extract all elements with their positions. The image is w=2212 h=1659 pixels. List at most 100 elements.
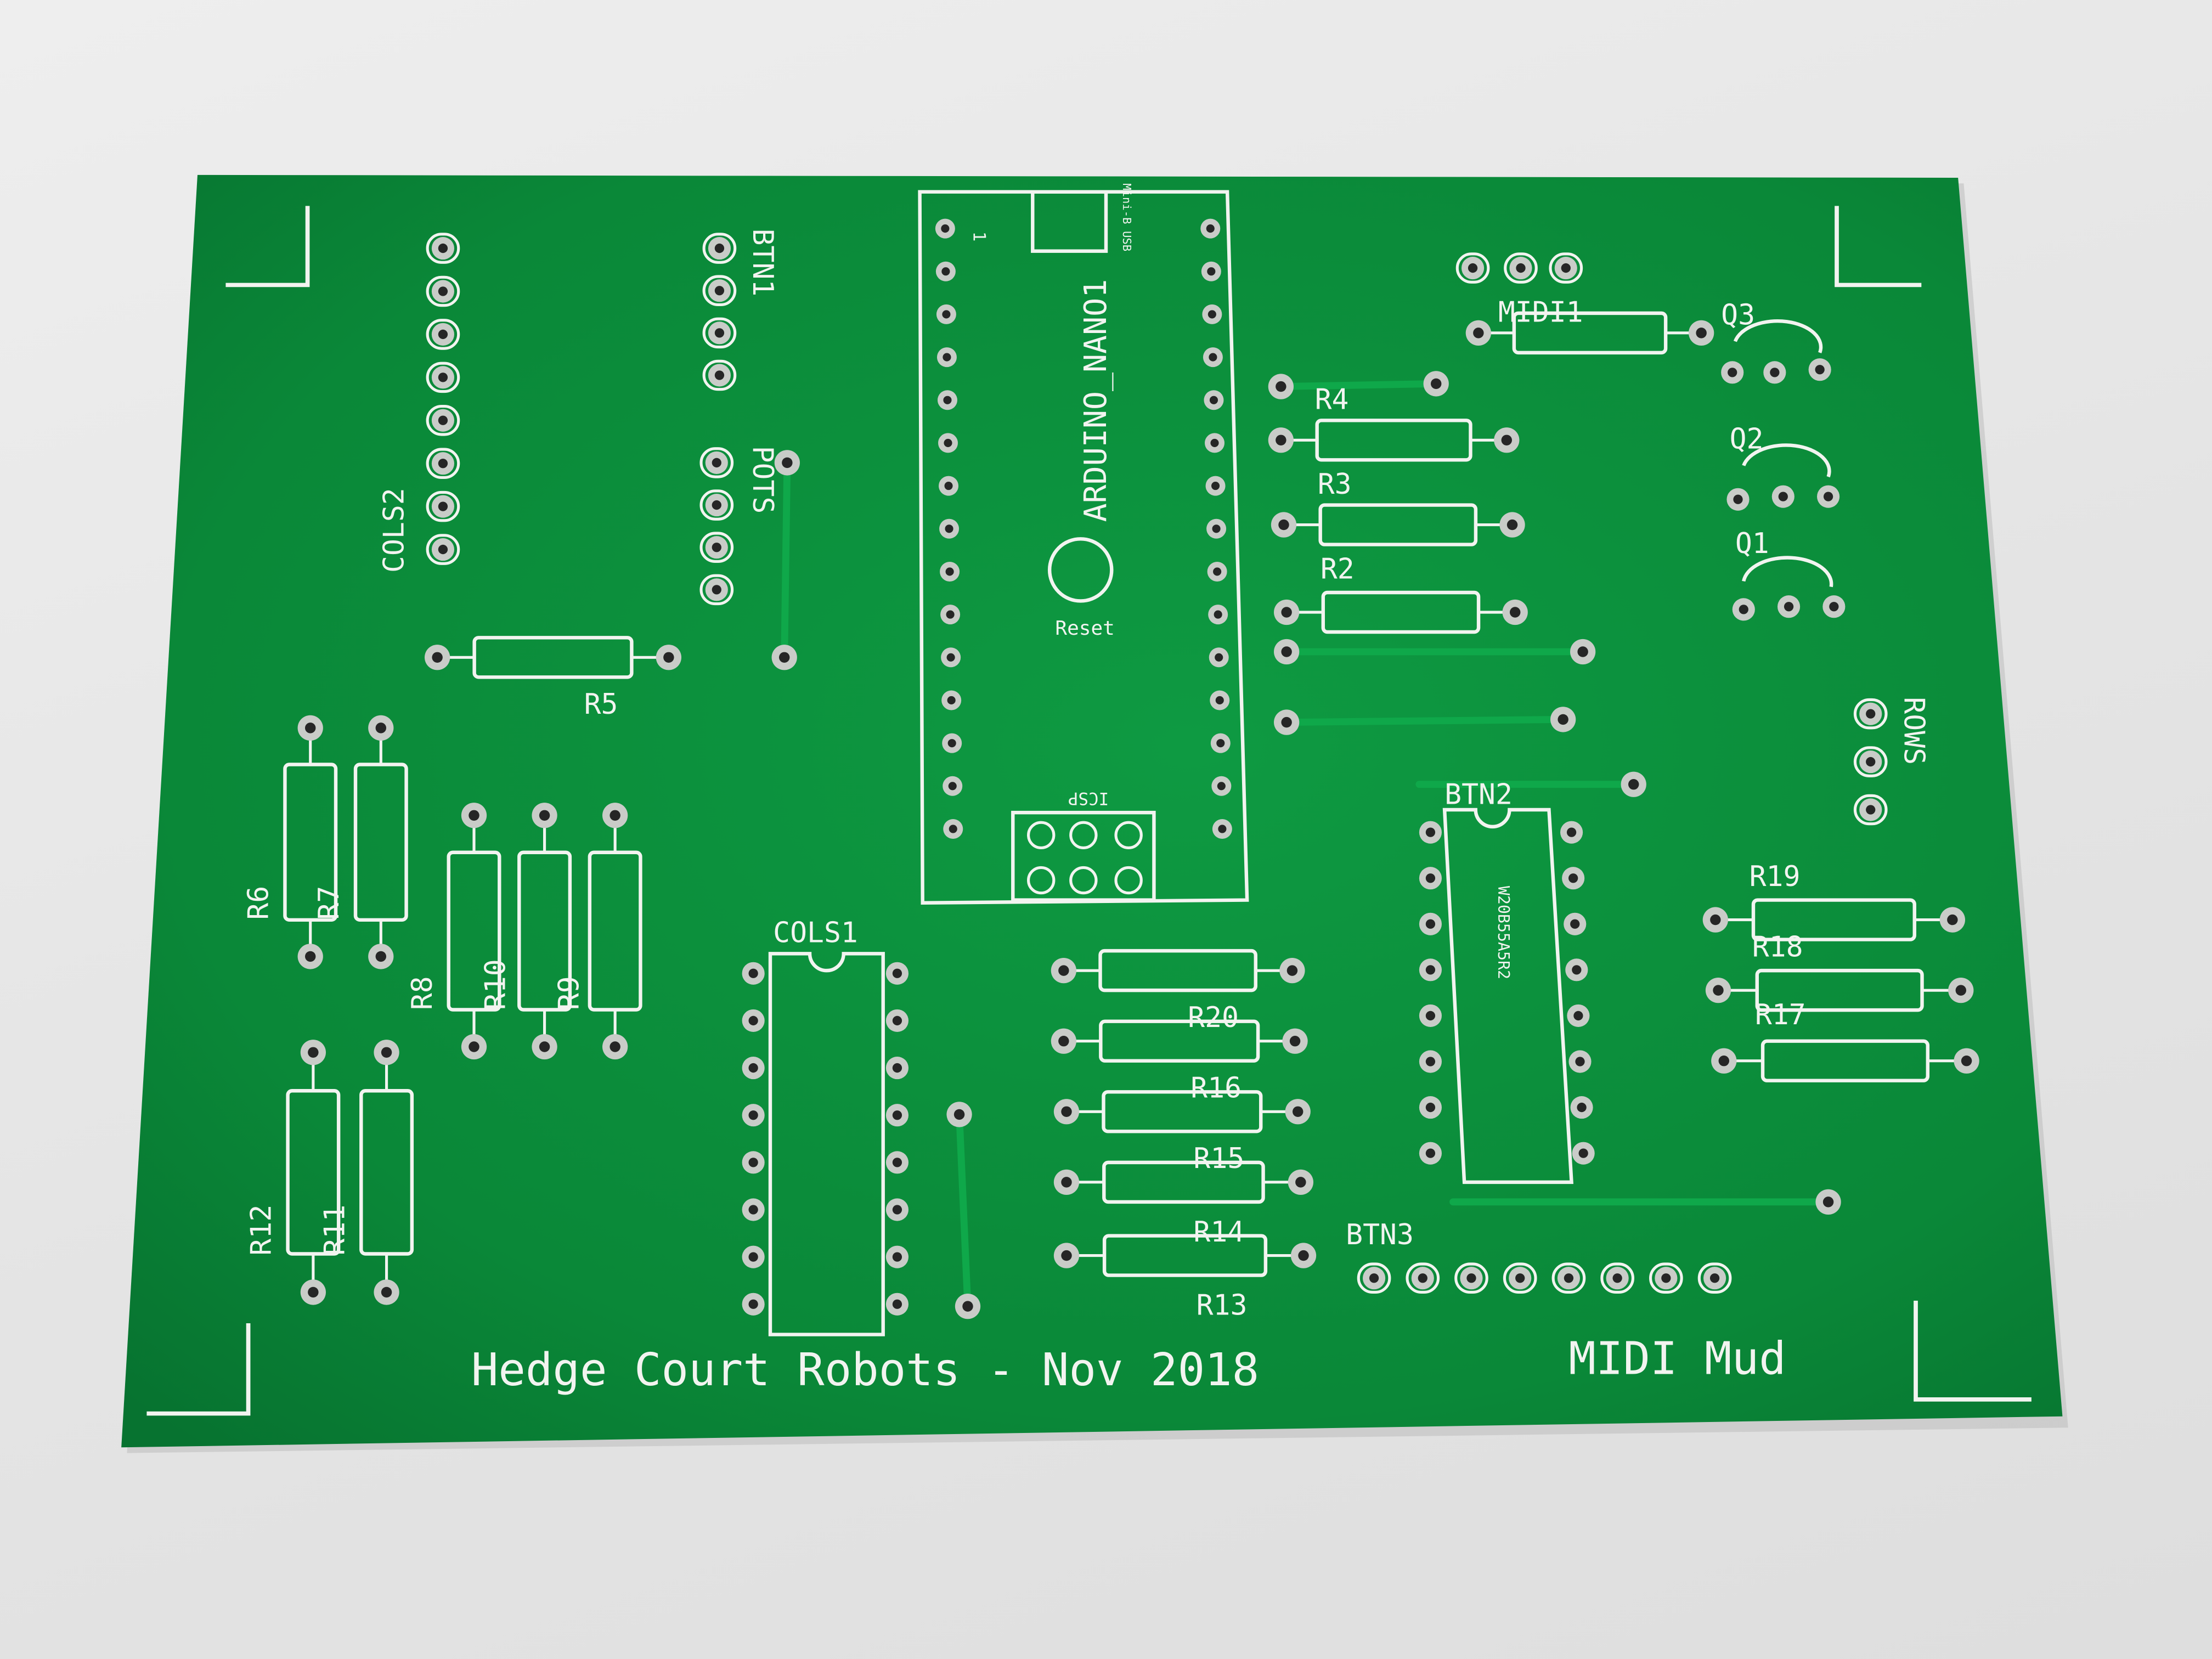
ic-marking: W20B55A5R2 <box>1494 886 1513 979</box>
drill-hole <box>1425 919 1436 929</box>
copper-trace <box>1283 716 1567 726</box>
ref-cols2: COLS2 <box>377 488 410 573</box>
drill-hole <box>946 653 955 662</box>
drill-hole <box>610 810 620 821</box>
silkscreen-text: COLS2 BTN1 POTS ARDUINO_NANO1 Mini-B USB… <box>242 183 1931 1396</box>
drill-hole <box>892 1299 902 1309</box>
ref-r9: R9 <box>552 976 585 1010</box>
icsp-pad <box>1069 821 1098 850</box>
drill-hole <box>748 1063 758 1073</box>
drill-hole <box>1209 353 1217 362</box>
ref-r17: R17 <box>1755 998 1806 1031</box>
ref-pots: POTS <box>746 446 779 514</box>
drill-hole <box>1210 438 1219 447</box>
drill-hole <box>1211 482 1220 490</box>
header-outline <box>1455 252 1490 284</box>
header-outline <box>1551 1262 1586 1294</box>
drill-hole <box>1815 365 1825 375</box>
footer-credit: Hedge Court Robots - Nov 2018 <box>471 1344 1259 1396</box>
drill-hole <box>1564 1273 1574 1283</box>
ref-r15: R15 <box>1193 1142 1244 1175</box>
resistor-body <box>1102 1234 1268 1277</box>
header-outline <box>1504 252 1538 284</box>
copper-trace <box>956 1111 972 1310</box>
ref-r13: R13 <box>1197 1289 1248 1322</box>
drill-hole <box>712 500 721 510</box>
header-outline <box>426 405 460 436</box>
ref-q1: Q1 <box>1735 527 1769 560</box>
drill-hole <box>748 968 758 978</box>
drill-hole <box>1577 646 1588 657</box>
header-outline <box>1697 1262 1732 1294</box>
drill-hole <box>1573 1011 1583 1021</box>
ref-usb: Mini-B USB <box>1120 183 1133 251</box>
drill-hole <box>945 524 953 533</box>
drill-hole <box>953 1109 965 1120</box>
drill-hole <box>1276 381 1286 392</box>
drill-hole <box>1295 1177 1306 1188</box>
drill-hole <box>947 696 956 705</box>
drill-hole <box>1425 965 1436 975</box>
drill-hole <box>1612 1273 1622 1283</box>
drill-hole <box>1217 782 1226 791</box>
resistor-body <box>1751 898 1916 941</box>
header-outline <box>1600 1262 1634 1294</box>
drill-hole <box>941 267 950 276</box>
drill-hole <box>1509 607 1521 618</box>
resistor-body <box>1102 1090 1263 1133</box>
header-outline <box>699 447 734 478</box>
drill-hole <box>1506 519 1518 531</box>
header-outline <box>1853 794 1888 826</box>
drill-hole <box>308 1047 319 1058</box>
ref-btn3: BTN3 <box>1346 1218 1414 1251</box>
drill-hole <box>438 544 448 555</box>
drill-hole <box>469 810 479 821</box>
icsp-pad <box>1027 866 1056 895</box>
ref-cols1: COLS1 <box>773 917 858 950</box>
drill-hole <box>1281 646 1292 657</box>
drill-hole <box>1733 494 1743 504</box>
drill-hole <box>1575 1057 1585 1066</box>
resistor-body <box>1755 968 1924 1012</box>
icsp-pad <box>1027 821 1056 850</box>
header-outline <box>426 319 460 350</box>
ref-r12: R12 <box>245 1205 278 1256</box>
ref-r6: R6 <box>242 886 275 920</box>
resistor-body <box>588 850 642 1012</box>
drill-hole <box>892 1205 902 1215</box>
drill-hole <box>1561 263 1571 273</box>
drill-hole <box>714 286 725 296</box>
ref-r11: R11 <box>318 1205 351 1256</box>
ref-icsp: ICSP <box>1068 788 1109 808</box>
footer-name: MIDI Mud <box>1568 1333 1786 1385</box>
drill-hole <box>1568 873 1578 883</box>
drill-hole <box>1710 914 1721 926</box>
drill-hole <box>892 1158 902 1167</box>
drill-hole <box>610 1041 620 1052</box>
resistor-body <box>283 763 338 922</box>
drill-hole <box>712 543 721 552</box>
resistor-body <box>1098 949 1257 992</box>
ref-r7: R7 <box>313 886 346 920</box>
drill-hole <box>1058 965 1069 976</box>
drill-hole <box>1823 492 1833 501</box>
drill-hole <box>941 224 950 233</box>
drill-hole <box>1628 778 1639 790</box>
resistor-body <box>472 636 634 679</box>
ref-r16: R16 <box>1190 1072 1242 1105</box>
drill-hole <box>438 243 448 253</box>
ref-btn1: BTN1 <box>746 229 779 297</box>
drill-hole <box>1578 1148 1588 1158</box>
drill-hole <box>1728 368 1737 377</box>
drill-hole <box>1430 378 1442 390</box>
drill-hole <box>712 585 721 595</box>
ref-r5: R5 <box>584 688 618 721</box>
drill-hole <box>469 1041 479 1052</box>
drill-hole <box>1577 1102 1587 1113</box>
drill-hole <box>1784 602 1794 612</box>
drill-hole <box>1822 1197 1834 1207</box>
corner-marks <box>146 206 2032 1416</box>
drill-hole <box>1425 1057 1436 1066</box>
header-outline <box>702 275 737 307</box>
drill-hole <box>1696 328 1707 338</box>
